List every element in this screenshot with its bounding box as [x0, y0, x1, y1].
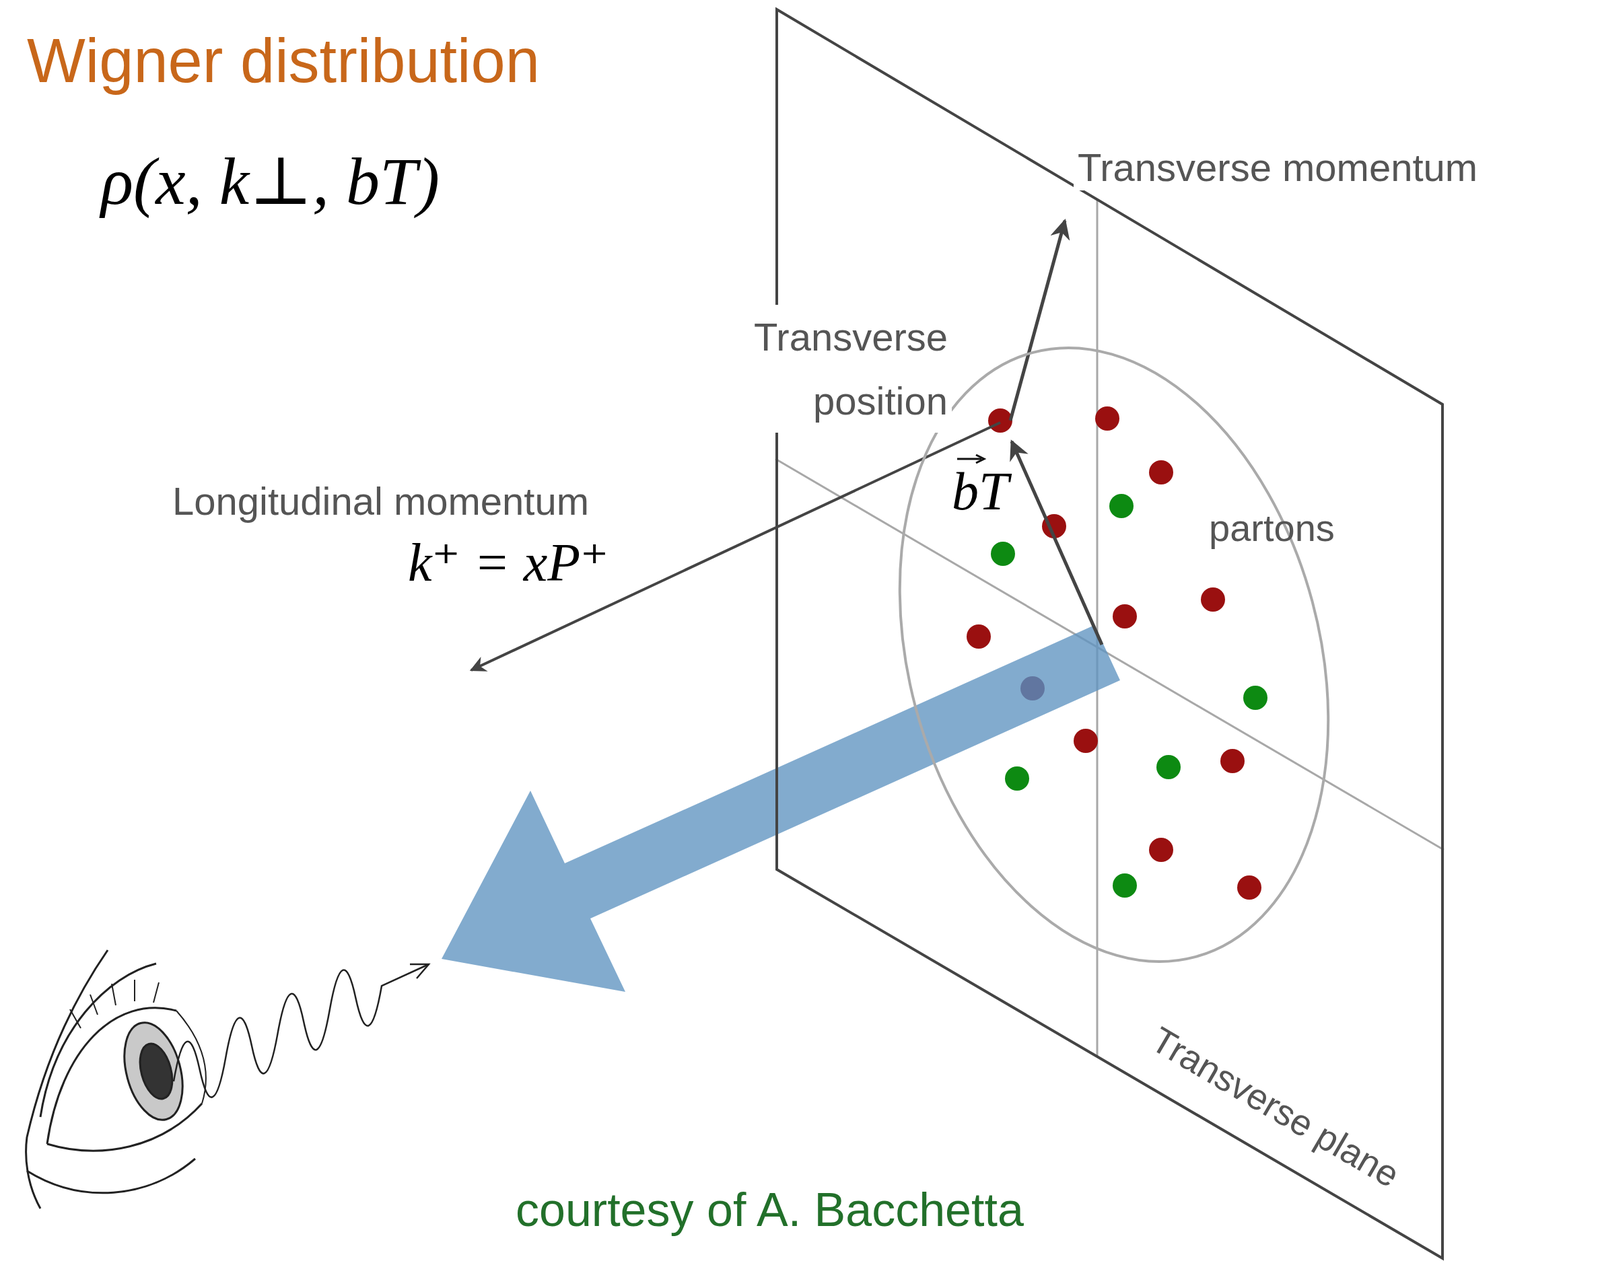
annotation-label: k⁺ = xP⁺	[403, 531, 613, 594]
bt-vector	[1011, 441, 1102, 645]
axis-line	[775, 459, 1444, 851]
node-outline	[775, 8, 1444, 1261]
blue-arrow	[441, 625, 1121, 993]
parton-ellipse: partons	[899, 348, 1329, 962]
annotation-label: Longitudinal momentum	[168, 479, 594, 525]
caption: courtesy of A. Bacchetta	[515, 1183, 1024, 1238]
vector-accent	[957, 455, 985, 464]
annotation-label: ρ(x, k⊥, bT)	[96, 142, 444, 221]
annotation-label: Transverse momentum	[1073, 145, 1482, 191]
photon-arrowhead	[409, 964, 429, 979]
title: Wigner distribution	[26, 25, 540, 97]
annotation-label: Transverse position	[690, 304, 952, 433]
eye-drawing	[26, 950, 206, 1209]
node-shape	[776, 9, 1443, 1259]
annotation-label: bT	[947, 464, 1014, 519]
node-outline	[899, 348, 1329, 962]
photon-wave	[173, 964, 429, 1098]
transverse-plane: Transverse planepartons	[775, 8, 1444, 1261]
node-label: partons	[1208, 506, 1335, 550]
axis-line	[1096, 199, 1099, 1057]
transverse-momentum-vector	[1010, 220, 1065, 421]
